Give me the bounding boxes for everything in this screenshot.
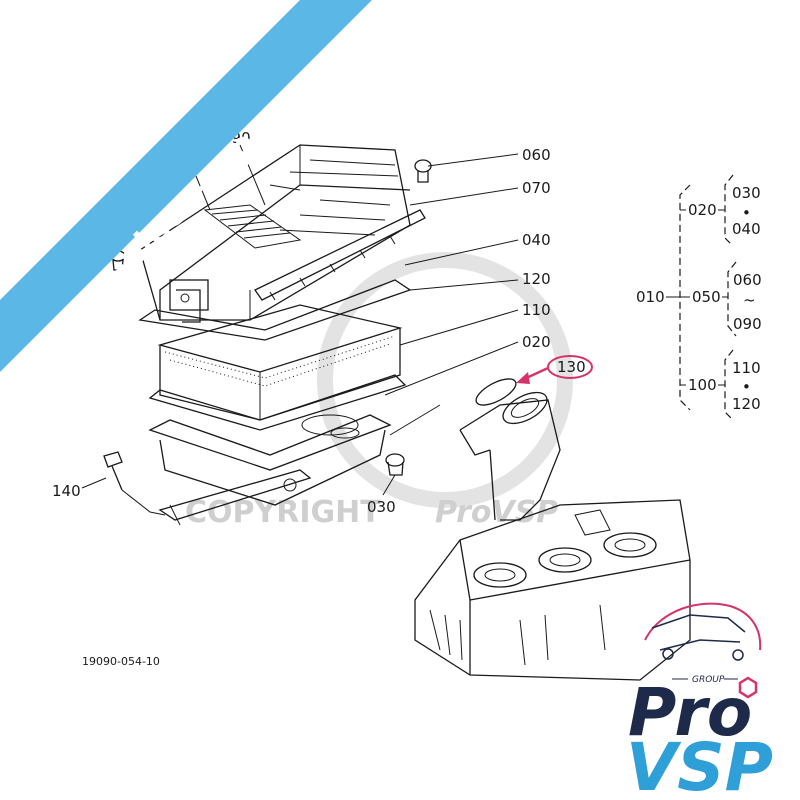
provsp-logo: GROUP Pro VSP: [626, 602, 773, 800]
bolt-140: [103, 451, 123, 491]
cover-clip-bar: [254, 209, 426, 301]
callout-030: 030: [367, 498, 396, 516]
callout-140: 140: [52, 482, 81, 500]
intake-pipe: [459, 391, 561, 521]
watermark-copyright-text: COPYRIGHT: [185, 495, 381, 530]
car-outline-icon: [644, 602, 762, 661]
engine-block: [414, 499, 691, 681]
o-ring-130: [475, 378, 517, 406]
logo-pro-text: Pro: [628, 674, 752, 751]
cover-latch: [169, 279, 209, 323]
tree-group-020: 020: [688, 201, 717, 219]
tree-050-last: 090: [733, 315, 762, 333]
bolt-030: [385, 453, 405, 476]
tree-020-dot: •: [742, 204, 751, 222]
callout-110: 110: [522, 301, 551, 319]
watermark-ring: [317, 252, 573, 508]
copyright-watermark: COPYRIGHT ProVSP: [185, 252, 573, 530]
diagram-reference-code: 19090-054-10: [82, 655, 160, 668]
logo-hex-bolt-icon: [738, 676, 758, 699]
air-cleaner-cover: [139, 144, 411, 323]
highlight-ring-130: [547, 355, 593, 379]
leader-lines: [81, 144, 519, 516]
callout-060-top: 060: [522, 146, 551, 164]
tree-group-100: 100: [688, 376, 717, 394]
logo-group-text: GROUP: [692, 675, 725, 685]
highlight-arrow-130: [516, 366, 549, 384]
banner-stripe: [0, 0, 372, 372]
tree-020-first: 030: [732, 184, 761, 202]
callout-070: 070: [522, 179, 551, 197]
air-cleaner-assembly: [103, 144, 432, 526]
callout-040: 040: [522, 231, 551, 249]
tree-root-010: 010: [636, 288, 665, 306]
bolt-060-top: [414, 159, 432, 183]
tree-100-last: 120: [732, 395, 761, 413]
air-cleaner-case: [148, 374, 407, 506]
tree-100-dot: •: [742, 378, 751, 396]
tree-050-tilde: ~: [743, 291, 756, 309]
callout-120: 120: [522, 270, 551, 288]
mounting-bracket: [158, 469, 312, 526]
cover-label-hatch: [203, 204, 302, 249]
callout-020: 020: [522, 333, 551, 351]
tree-100-first: 110: [732, 359, 761, 377]
logo-vsp-text: VSP: [626, 729, 773, 800]
callout-130: 130: [557, 358, 586, 376]
gasket-ring: [138, 279, 412, 341]
tree-020-last: 040: [732, 220, 761, 238]
part-hierarchy-tree: 010 020 030 • 040 050 060 ~ 090 100 110 …: [636, 174, 762, 421]
tree-group-050: 050: [692, 288, 721, 306]
tree-050-first: 060: [733, 271, 762, 289]
